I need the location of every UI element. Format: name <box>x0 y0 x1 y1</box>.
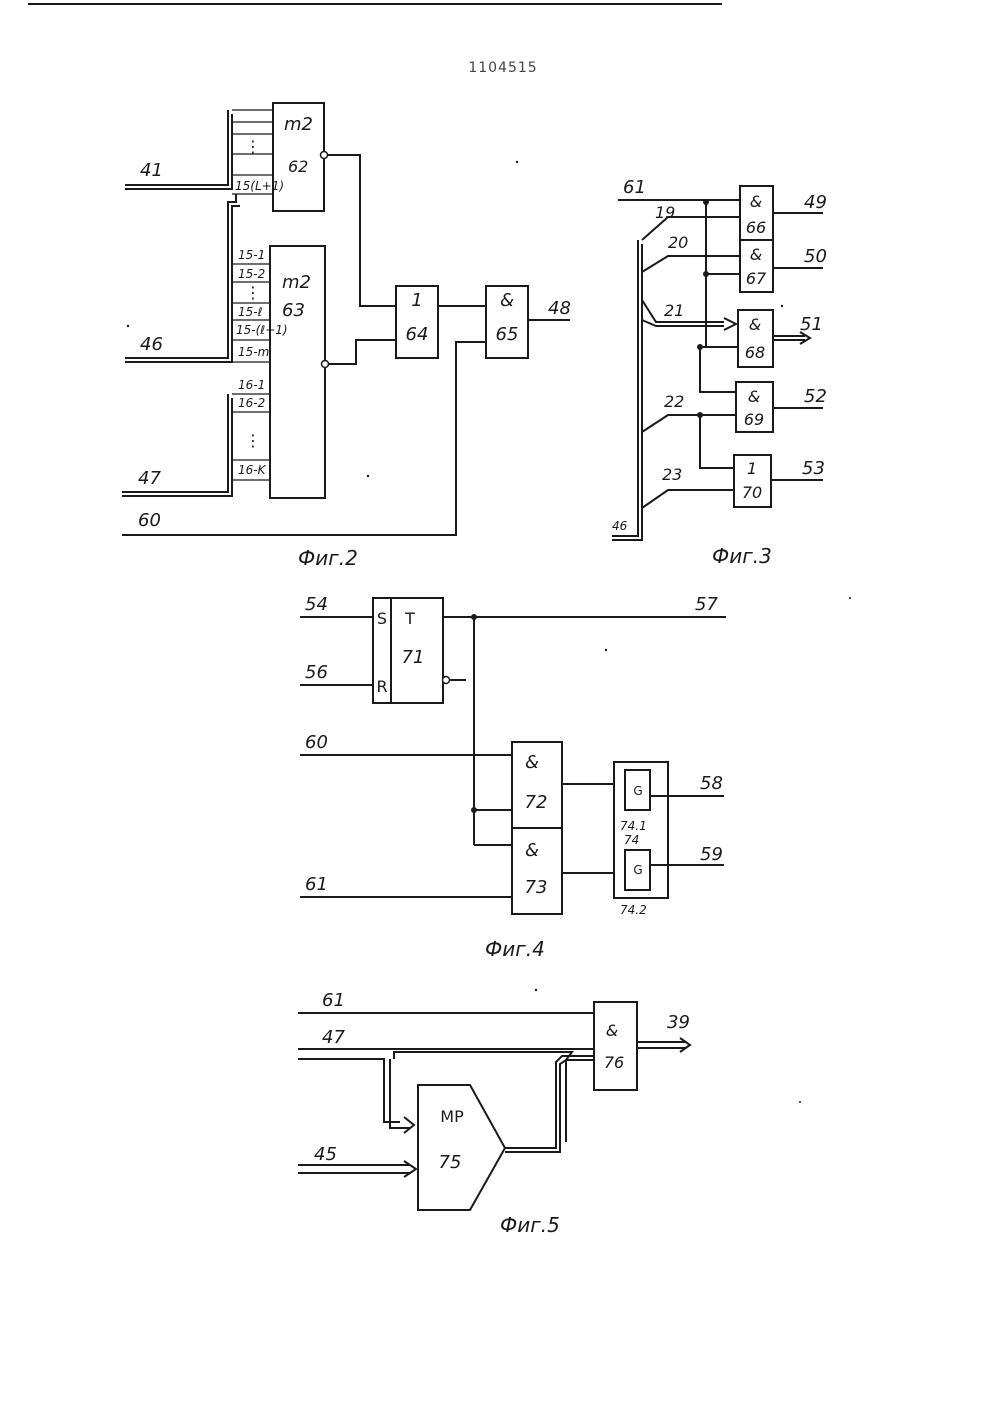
gate66-func: & <box>750 192 762 211</box>
gen-g1: G <box>633 784 642 798</box>
label-39: 39 <box>667 1012 690 1033</box>
fig4-label-61: 61 <box>305 874 328 895</box>
wire-63-64 <box>329 340 396 364</box>
pin-15-l: 15-ℓ <box>238 305 263 319</box>
gen-label-74-2: 74.2 <box>620 903 647 917</box>
label-52: 52 <box>804 386 827 407</box>
fig4-caption: Фиг.4 <box>485 937 545 961</box>
trigger-t: T <box>404 609 415 628</box>
label-53: 53 <box>802 458 825 479</box>
and76-func: & <box>606 1021 618 1040</box>
and72-func: & <box>525 752 539 773</box>
fig5: 61 47 45 39 MP 75 & 76 Фиг.5 <box>298 990 690 1237</box>
fig5-caption: Фиг.5 <box>500 1213 560 1237</box>
pin-15-1: 15-1 <box>238 248 265 262</box>
and-76 <box>594 1002 637 1090</box>
fig3-label-61: 61 <box>623 177 646 198</box>
gate68-func: & <box>749 315 761 334</box>
label-51: 51 <box>800 314 823 335</box>
label-58: 58 <box>700 773 723 794</box>
svg-text:⋮: ⋮ <box>245 431 261 450</box>
block62-num: 62 <box>288 157 308 176</box>
gate67-num: 67 <box>746 269 767 288</box>
gate69-func: & <box>748 387 760 406</box>
label-23: 23 <box>662 465 682 484</box>
trigger-s: S <box>377 609 387 628</box>
fig5-label-47: 47 <box>322 1027 345 1048</box>
fig3-label-46: 46 <box>612 519 628 533</box>
block64-num: 64 <box>406 324 429 345</box>
gen-label-74-1: 74.1 <box>620 819 647 833</box>
pin-15-2: 15-2 <box>238 267 265 281</box>
label-46: 46 <box>140 334 163 355</box>
label-19: 19 <box>655 203 675 222</box>
fig3-caption: Фиг.3 <box>712 544 772 568</box>
fig4: 54 56 60 61 57 S R T 71 & 72 & 73 G G 74… <box>300 594 726 961</box>
label-41: 41 <box>140 160 163 181</box>
gen-label-74: 74 <box>624 833 639 847</box>
and76-num: 76 <box>604 1053 624 1072</box>
svg-text:⋮: ⋮ <box>245 137 261 156</box>
label-54: 54 <box>305 594 328 615</box>
pin-16-1: 16-1 <box>238 378 265 392</box>
block62-func: m2 <box>284 114 313 135</box>
block63-func: m2 <box>282 272 311 293</box>
gate70-num: 70 <box>742 483 762 502</box>
label-22: 22 <box>664 392 684 411</box>
label-49: 49 <box>804 192 827 213</box>
and73-func: & <box>525 840 539 861</box>
pin-15-l1b: 15-(ℓ+1) <box>236 323 288 337</box>
wire-62-64 <box>328 155 396 306</box>
and73-num: 73 <box>525 877 548 898</box>
pin-16-2: 16-2 <box>238 396 265 410</box>
patent-number: 1104515 <box>468 60 537 76</box>
gate69-num: 69 <box>744 410 764 429</box>
mux-num: 75 <box>439 1152 462 1173</box>
block65-num: 65 <box>496 324 519 345</box>
block64-func: 1 <box>411 290 422 311</box>
fig3: 61 19 20 21 22 23 46 & 66 & 67 & 68 & 69… <box>612 177 827 568</box>
mux-75 <box>418 1085 505 1210</box>
and72-num: 72 <box>525 792 548 813</box>
fig5-label-45: 45 <box>314 1144 337 1165</box>
output-39-arrow <box>637 1038 690 1052</box>
label-48: 48 <box>548 298 571 319</box>
block65-func: & <box>500 290 514 311</box>
svg-text:⋮: ⋮ <box>245 283 261 302</box>
label-50: 50 <box>804 246 827 267</box>
block63-num: 63 <box>282 300 305 321</box>
label-21: 21 <box>664 301 684 320</box>
pin-15-l1: 15(L+1) <box>235 179 284 193</box>
gate67-func: & <box>750 245 762 264</box>
fig2-caption: Фиг.2 <box>298 546 358 570</box>
fig4-label-60: 60 <box>305 732 328 753</box>
label-56: 56 <box>305 662 328 683</box>
label-57: 57 <box>695 594 718 615</box>
mux-func: MP <box>440 1107 464 1126</box>
trigger-r: R <box>376 677 387 696</box>
label-59: 59 <box>700 844 723 865</box>
fig5-label-61: 61 <box>322 990 345 1011</box>
pin-16-k: 16-K <box>238 463 267 477</box>
label-60: 60 <box>138 510 161 531</box>
label-20: 20 <box>668 233 688 252</box>
pin-15-m: 15-m <box>238 345 269 359</box>
fig2: ⋮ 41 46 47 60 48 m2 <box>122 103 571 570</box>
label-47: 47 <box>138 468 161 489</box>
gate66-num: 66 <box>746 218 766 237</box>
bus-46-fig3 <box>612 240 642 540</box>
gate68-num: 68 <box>745 343 765 362</box>
gate70-func: 1 <box>747 459 757 478</box>
trigger-num: 71 <box>402 647 425 668</box>
gen-g2: G <box>633 863 642 877</box>
